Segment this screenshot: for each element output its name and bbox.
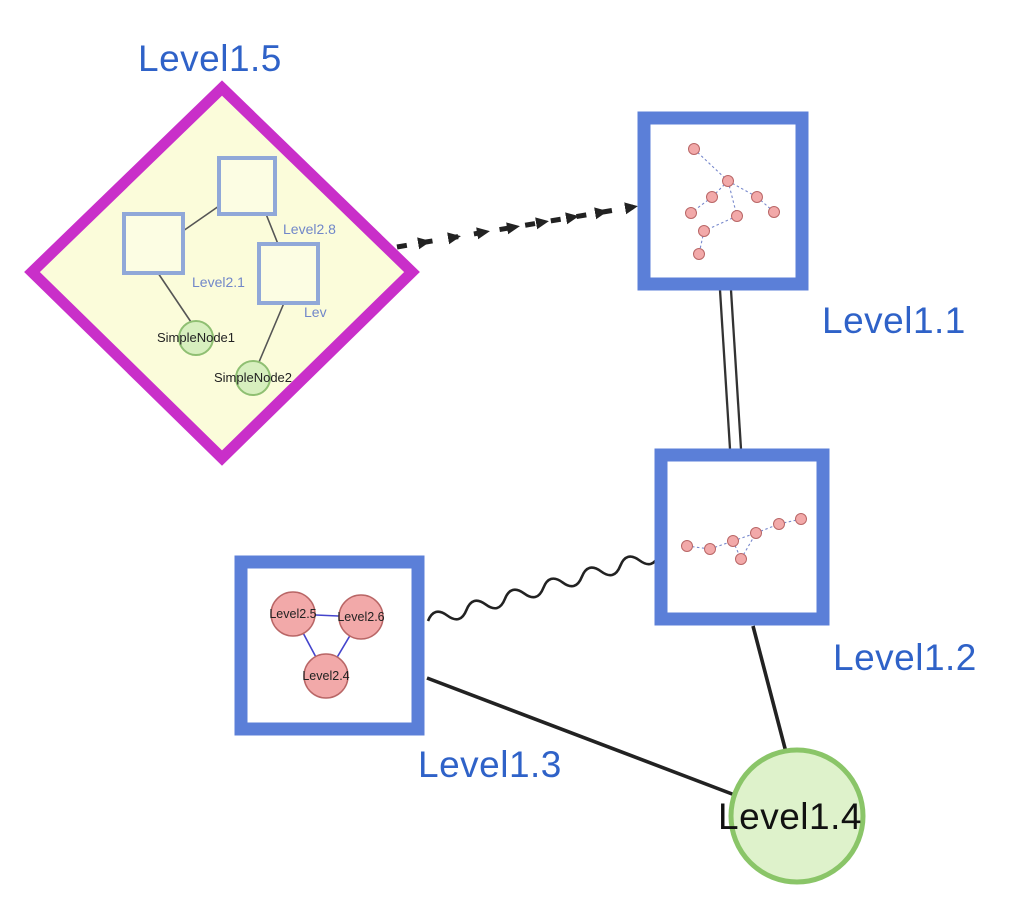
mini-node[interactable] <box>795 513 807 525</box>
edge-lev-to-simplenode2 <box>258 302 285 363</box>
mini-node[interactable] <box>722 175 734 187</box>
mini-node[interactable] <box>727 535 739 547</box>
edge-level11-to-level12-b <box>729 289 743 450</box>
level1-2-square-node[interactable] <box>654 448 830 626</box>
level1-5-label: Level1.5 <box>138 38 282 79</box>
edge-level28-to-lev <box>265 213 279 245</box>
mini-node[interactable] <box>704 543 716 555</box>
level1-2-label: Level1.2 <box>833 637 977 678</box>
edge-level21-to-simplenode1 <box>157 272 192 323</box>
level2-1-label: Level2.1 <box>192 274 245 290</box>
level2-6-label: Level2.6 <box>337 610 385 624</box>
level2-8-square-node[interactable] <box>217 156 277 216</box>
level1-3-label: Level1.3 <box>418 744 562 785</box>
level1-1-mini-nodes <box>685 143 780 260</box>
edge-level13-to-level12-wavy <box>426 554 660 622</box>
level1-2-mini-nodes <box>681 513 807 565</box>
mini-node[interactable] <box>693 248 705 260</box>
edge-level15-to-level11 <box>396 202 638 250</box>
simplenode2-node[interactable] <box>235 360 271 396</box>
mini-node[interactable] <box>731 210 743 222</box>
edge-level13-to-level14 <box>426 676 741 799</box>
mini-node[interactable] <box>688 143 700 155</box>
level1-3-square-node[interactable] <box>234 555 425 736</box>
mini-node[interactable] <box>751 191 763 203</box>
mini-node[interactable] <box>768 206 780 218</box>
level2-1-square-node[interactable] <box>122 212 185 275</box>
mini-node[interactable] <box>706 191 718 203</box>
mini-node[interactable] <box>750 527 762 539</box>
level1-1-square-node[interactable] <box>637 111 809 291</box>
level2-4-label: Level2.4 <box>302 669 350 683</box>
level2-6-node[interactable] <box>338 594 384 640</box>
level1-4-label: Level1.4 <box>718 796 862 837</box>
mini-node[interactable] <box>773 518 785 530</box>
mini-node[interactable] <box>681 540 693 552</box>
mini-node[interactable] <box>735 553 747 565</box>
mini-node[interactable] <box>698 225 710 237</box>
edge-level11-to-level12-a <box>718 289 732 450</box>
level2-5-node[interactable] <box>270 591 316 637</box>
level2-8-label: Level2.8 <box>283 221 336 237</box>
mini-node[interactable] <box>685 207 697 219</box>
level1-4-circle-node[interactable] <box>728 747 866 885</box>
simplenode1-label: SimpleNode1 <box>156 330 236 345</box>
simplenode2-label: SimpleNode2 <box>213 370 293 385</box>
level2-5-label: Level2.5 <box>269 607 317 621</box>
level1-1-label: Level1.1 <box>822 300 966 341</box>
edge-level21-to-level28 <box>182 205 220 232</box>
edge-level12-to-level14 <box>751 625 789 757</box>
level2-x-square-node[interactable] <box>257 242 320 305</box>
simplenode1-node[interactable] <box>178 320 214 356</box>
level2-4-node[interactable] <box>303 653 349 699</box>
level1-5-diamond-node[interactable] <box>24 80 420 466</box>
level2-x-label: Lev <box>304 304 327 320</box>
